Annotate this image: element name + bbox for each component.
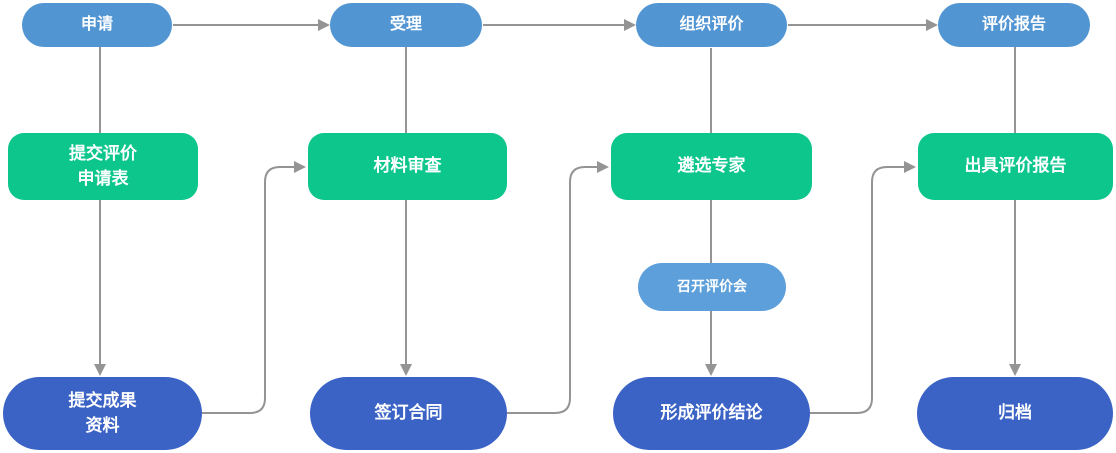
result-form-evaluation-conclusion-label: 形成评价结论	[660, 403, 763, 423]
stage-application-label: 申请	[80, 15, 113, 33]
process-issue-evaluation-report: 出具评价报告	[918, 133, 1113, 200]
meeting-hold-evaluation-meeting-label: 召开评价会	[677, 278, 747, 295]
result-sign-contract-label: 签订合同	[374, 403, 443, 423]
process-material-review: 材料审查	[308, 133, 507, 200]
result-form-evaluation-conclusion: 形成评价结论	[613, 377, 810, 450]
result-submit-achievement-materials-label2: 资料	[85, 415, 120, 435]
stage-application: 申请	[22, 3, 172, 47]
stage-acceptance: 受理	[330, 3, 482, 47]
process-select-experts-label: 遴选专家	[677, 156, 746, 176]
arrow-form-conclusion-to-issue-report	[810, 161, 916, 414]
result-submit-achievement-materials-label: 提交成果	[68, 391, 137, 411]
stage-acceptance-label: 受理	[389, 15, 422, 33]
stage-organize-evaluation-label: 组织评价	[679, 15, 744, 33]
process-material-review-label: 材料审查	[373, 156, 442, 176]
process-submit-application-form-label: 提交评价	[69, 144, 137, 164]
stage-evaluation-report: 评价报告	[938, 3, 1090, 47]
process-submit-application-form-label2: 申请表	[77, 168, 129, 188]
arrow-submit-materials-to-material-review	[202, 161, 306, 414]
arrow-sign-contract-to-select-experts	[507, 161, 609, 414]
result-sign-contract: 签订合同	[310, 377, 507, 450]
result-archive-label: 归档	[998, 403, 1032, 423]
stage-evaluation-report-label: 评价报告	[981, 15, 1046, 33]
process-issue-evaluation-report-label: 出具评价报告	[964, 156, 1067, 176]
process-select-experts: 遴选专家	[611, 133, 812, 200]
result-submit-achievement-materials: 提交成果 资料	[3, 377, 202, 450]
result-archive: 归档	[917, 377, 1113, 450]
process-submit-application-form: 提交评价 申请表	[8, 133, 198, 200]
stage-organize-evaluation: 组织评价	[636, 3, 787, 47]
meeting-hold-evaluation-meeting: 召开评价会	[638, 263, 786, 311]
